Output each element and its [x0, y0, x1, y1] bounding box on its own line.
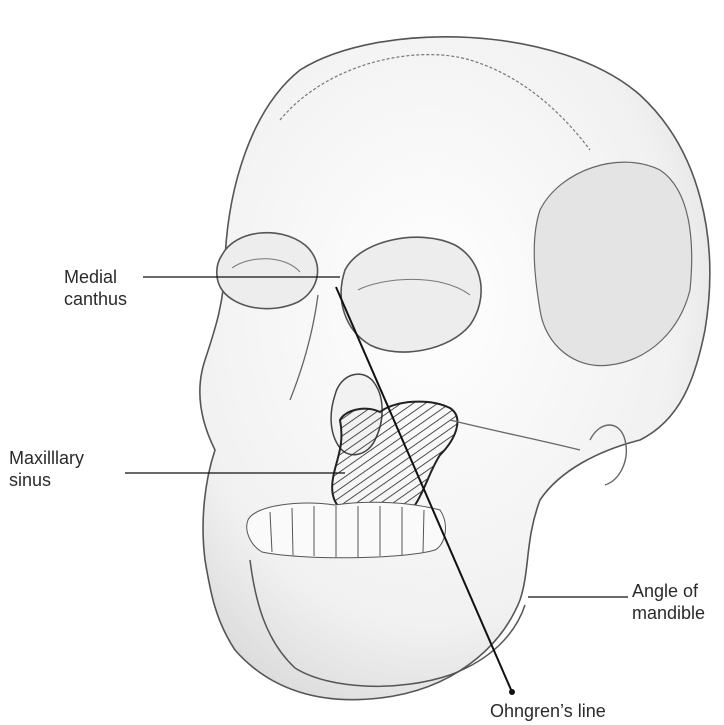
- label-angle-of-mandible-line2: mandible: [632, 602, 705, 624]
- label-ohngrens-line-text: Ohngren’s line: [490, 700, 606, 722]
- label-medial-canthus-line2: canthus: [64, 288, 127, 310]
- label-maxillary-sinus-line1: Maxilllary: [9, 447, 84, 469]
- label-medial-canthus: Medial canthus: [64, 266, 127, 310]
- label-maxillary-sinus: Maxilllary sinus: [9, 447, 84, 491]
- left-orbit: [341, 237, 481, 352]
- label-medial-canthus-line1: Medial: [64, 266, 127, 288]
- label-ohngrens-line: Ohngren’s line: [490, 700, 606, 722]
- teeth: [247, 502, 446, 557]
- label-maxillary-sinus-line2: sinus: [9, 469, 84, 491]
- label-angle-of-mandible-line1: Angle of: [632, 580, 705, 602]
- label-angle-of-mandible: Angle of mandible: [632, 580, 705, 624]
- right-orbit: [217, 233, 318, 309]
